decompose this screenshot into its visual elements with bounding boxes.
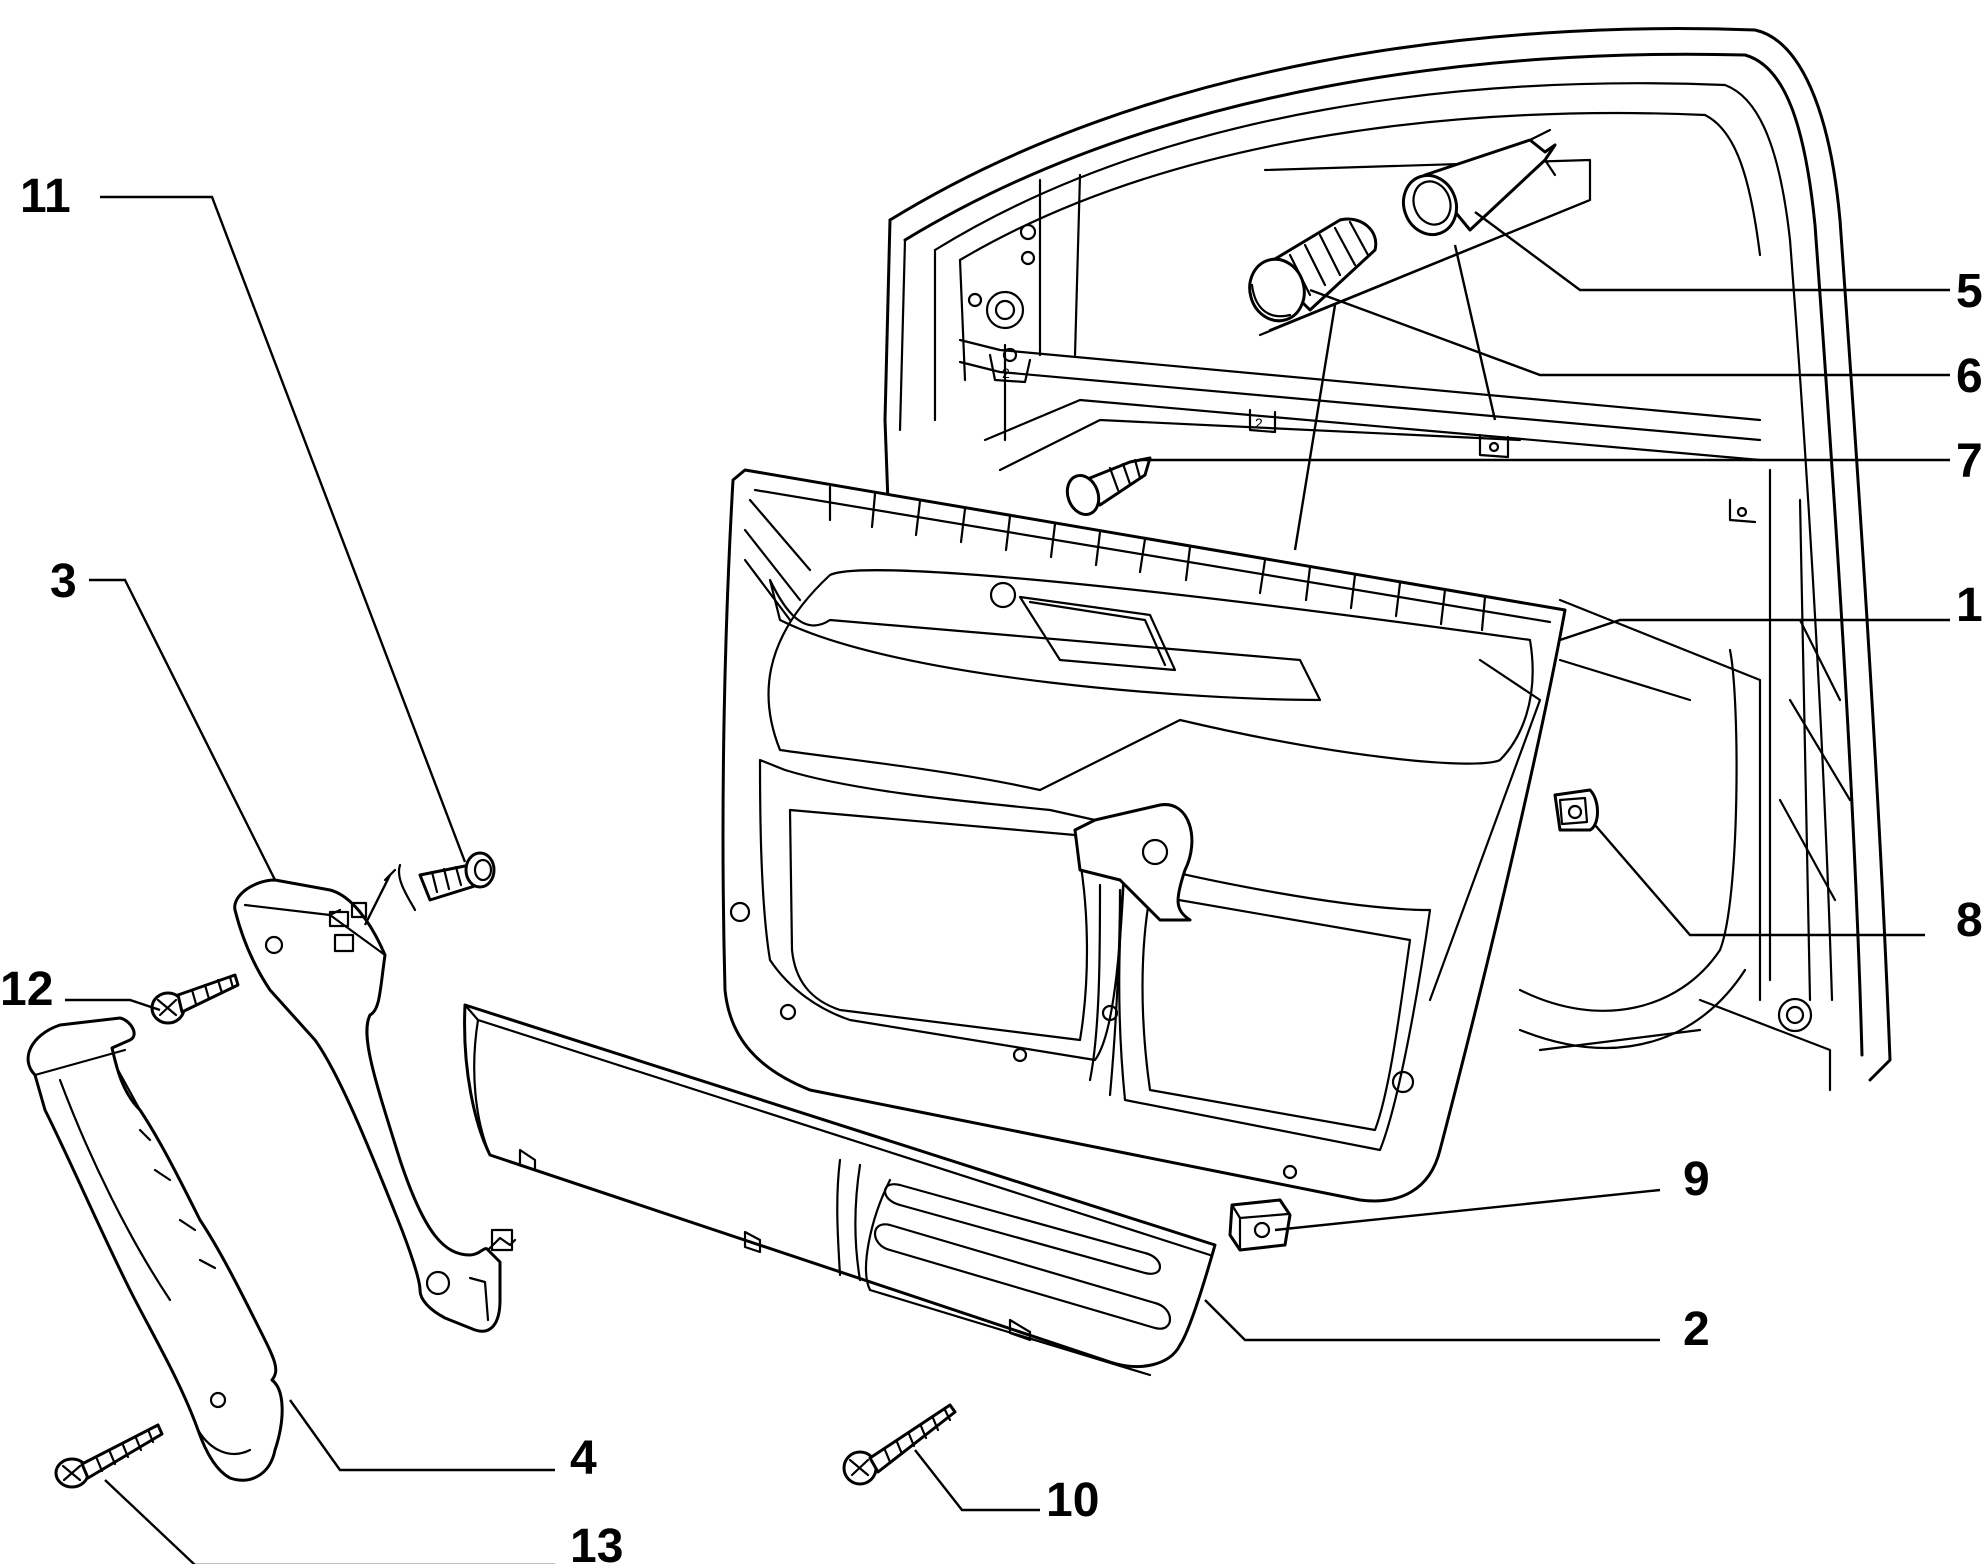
callout-4: 4 (570, 1432, 597, 1485)
door-tab-mark: 2 (1002, 365, 1010, 381)
callout-3: 3 (50, 555, 77, 608)
door-trim-panel (721, 468, 1567, 1203)
callout-5: 5 (1956, 265, 1983, 318)
screw-12 (150, 973, 240, 1025)
door-frame: 2 2 (883, 27, 1892, 1092)
callout-6: 6 (1956, 350, 1983, 403)
callout-13: 13 (570, 1520, 623, 1564)
callout-7: 7 (1956, 435, 1983, 488)
callout-2: 2 (1683, 1303, 1710, 1356)
callout-1: 1 (1956, 579, 1983, 632)
screw-13 (54, 1423, 164, 1489)
bolt-11 (383, 851, 496, 912)
door-pull-handle (26, 1016, 284, 1482)
callout-12: 12 (0, 963, 53, 1016)
callout-10: 10 (1046, 1474, 1099, 1527)
armrest-bracket (233, 878, 517, 1333)
callout-11: 11 (20, 170, 71, 223)
push-clip (1065, 456, 1152, 516)
clip-nut (1553, 788, 1599, 832)
door-pocket-strip (463, 1003, 1217, 1377)
square-clip-nut (1228, 1198, 1292, 1252)
callout-9: 9 (1683, 1153, 1710, 1206)
callout-8: 8 (1956, 894, 1983, 947)
leader-lines (65, 195, 1950, 1564)
panel-ribbed-clip (1248, 217, 1378, 323)
panel-retainer-plug (1402, 128, 1557, 237)
screw-10 (842, 1403, 957, 1486)
panel-top-ribs (828, 485, 1487, 632)
door-tab-mark: 2 (1255, 415, 1263, 431)
